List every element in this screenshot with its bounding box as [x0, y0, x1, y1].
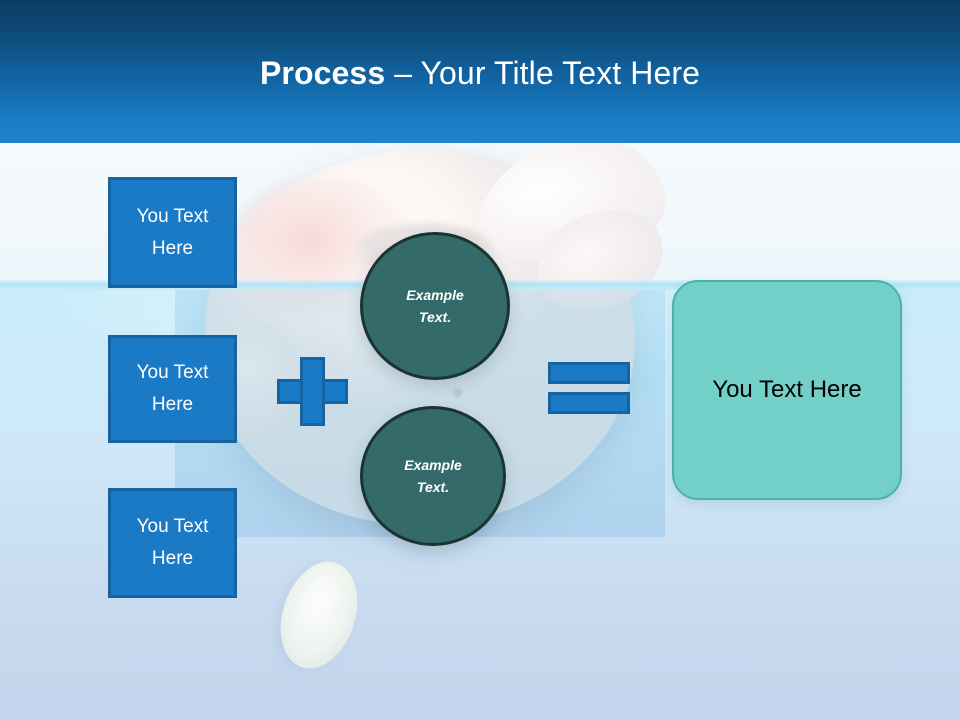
plus-icon-center-fill [303, 382, 322, 401]
title-banner: Process – Your Title Text Here [0, 0, 960, 143]
input-box-2[interactable]: You Text Here [108, 335, 237, 443]
page-title: Process – Your Title Text Here [0, 53, 960, 93]
example-circle-2-label: Example Text. [385, 454, 481, 498]
result-box-label: You Text Here [712, 376, 862, 403]
example-circle-1-label: Example Text. [387, 284, 483, 328]
example-circle-2[interactable]: Example Text. [360, 406, 506, 546]
equals-icon-bottom-bar [548, 392, 630, 414]
input-box-3[interactable]: You Text Here [108, 488, 237, 598]
example-circle-2-line2: Text. [416, 479, 450, 495]
input-box-3-label: You Text Here [136, 516, 209, 569]
result-box[interactable]: You Text Here [672, 280, 902, 500]
example-circle-1-line2: Text. [418, 309, 452, 325]
equals-icon [548, 362, 630, 414]
input-box-2-label: You Text Here [136, 362, 209, 415]
piggy-bank-speck-2 [453, 388, 462, 397]
example-circle-1[interactable]: Example Text. [360, 232, 510, 380]
page-title-bold: Process [259, 55, 386, 91]
example-circle-2-line1: Example [404, 457, 462, 473]
page-title-separator: – [385, 55, 421, 91]
page-title-rest: Your Title Text Here [420, 55, 701, 91]
input-box-1[interactable]: You Text Here [108, 177, 237, 288]
plus-icon [277, 357, 348, 426]
equals-icon-top-bar [548, 362, 630, 384]
example-circle-1-line1: Example [406, 287, 464, 303]
input-box-1-label: You Text Here [136, 205, 209, 259]
